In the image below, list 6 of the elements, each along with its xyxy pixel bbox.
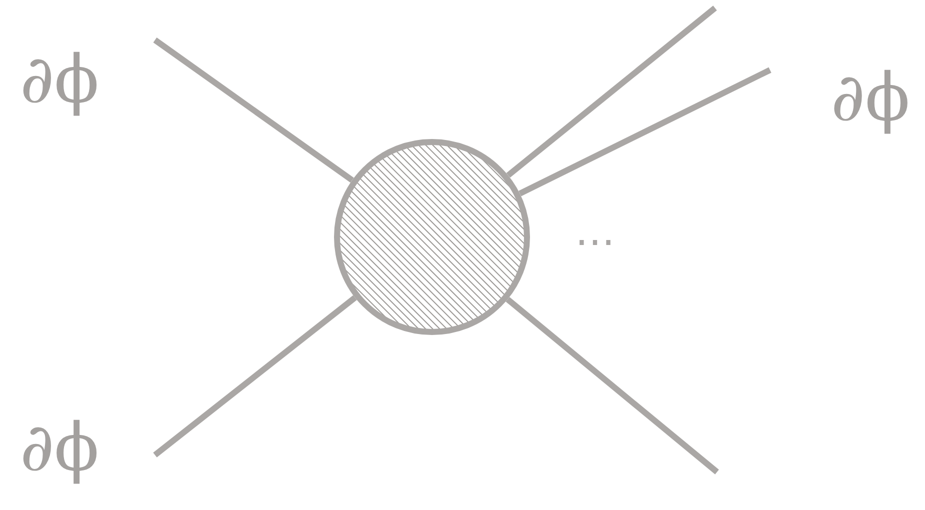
particle-line bbox=[153, 295, 357, 458]
particle-line bbox=[518, 67, 772, 196]
particle-line bbox=[506, 6, 717, 178]
particle-line bbox=[153, 38, 354, 183]
particle-line bbox=[506, 297, 719, 474]
ellipsis-text: … bbox=[575, 212, 615, 252]
